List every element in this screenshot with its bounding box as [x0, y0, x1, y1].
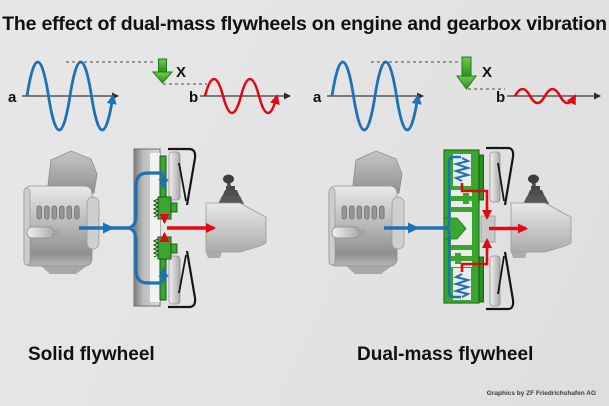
gearbox-illustration — [509, 172, 573, 260]
right-wave-diagram: a X b — [313, 56, 601, 130]
left-output-wave — [200, 77, 291, 115]
right-output-wave — [507, 87, 601, 106]
left-input-wave — [22, 62, 118, 130]
left-output-wave-label: b — [189, 89, 198, 106]
credit-text: Graphics by ZF Friedrichshafen AG — [486, 390, 596, 397]
right-engine-torque-flow — [384, 155, 461, 299]
left-engine-torque-flow — [79, 171, 169, 285]
engine-illustration — [328, 150, 405, 275]
right-input-wave — [327, 62, 423, 130]
dual-mass-flywheel-illustration — [443, 149, 480, 304]
right-machine-diagram — [328, 146, 573, 311]
left-input-wave-label: a — [8, 89, 17, 106]
left-reduction-label: X — [176, 64, 186, 81]
right-output-wave-label: b — [496, 89, 505, 106]
left-wave-diagram: a X b — [8, 58, 291, 130]
right-input-wave-label: a — [313, 89, 322, 106]
dual-mass-flywheel-panel: a X b — [313, 56, 601, 311]
right-gearbox-torque-flow — [460, 183, 528, 272]
dual-mass-flywheel-caption: Dual-mass flywheel — [357, 344, 534, 365]
solid-flywheel-caption: Solid flywheel — [28, 344, 155, 365]
right-reduction-arrow-icon — [456, 56, 477, 90]
gearbox-illustration — [204, 172, 268, 260]
damper-springs-illustration — [152, 196, 178, 260]
left-machine-diagram — [23, 147, 268, 309]
arc-spring-top — [452, 157, 472, 182]
engine-illustration — [23, 150, 100, 275]
right-reduction-label: X — [482, 64, 492, 81]
clutch-illustration — [478, 146, 515, 311]
page-title: The effect of dual-mass flywheels on eng… — [2, 13, 607, 35]
left-reduction-arrow-icon — [151, 58, 174, 84]
solid-flywheel-panel: a X b — [8, 58, 291, 309]
arc-spring-bottom — [452, 273, 472, 298]
left-gearbox-torque-flow — [159, 214, 216, 242]
